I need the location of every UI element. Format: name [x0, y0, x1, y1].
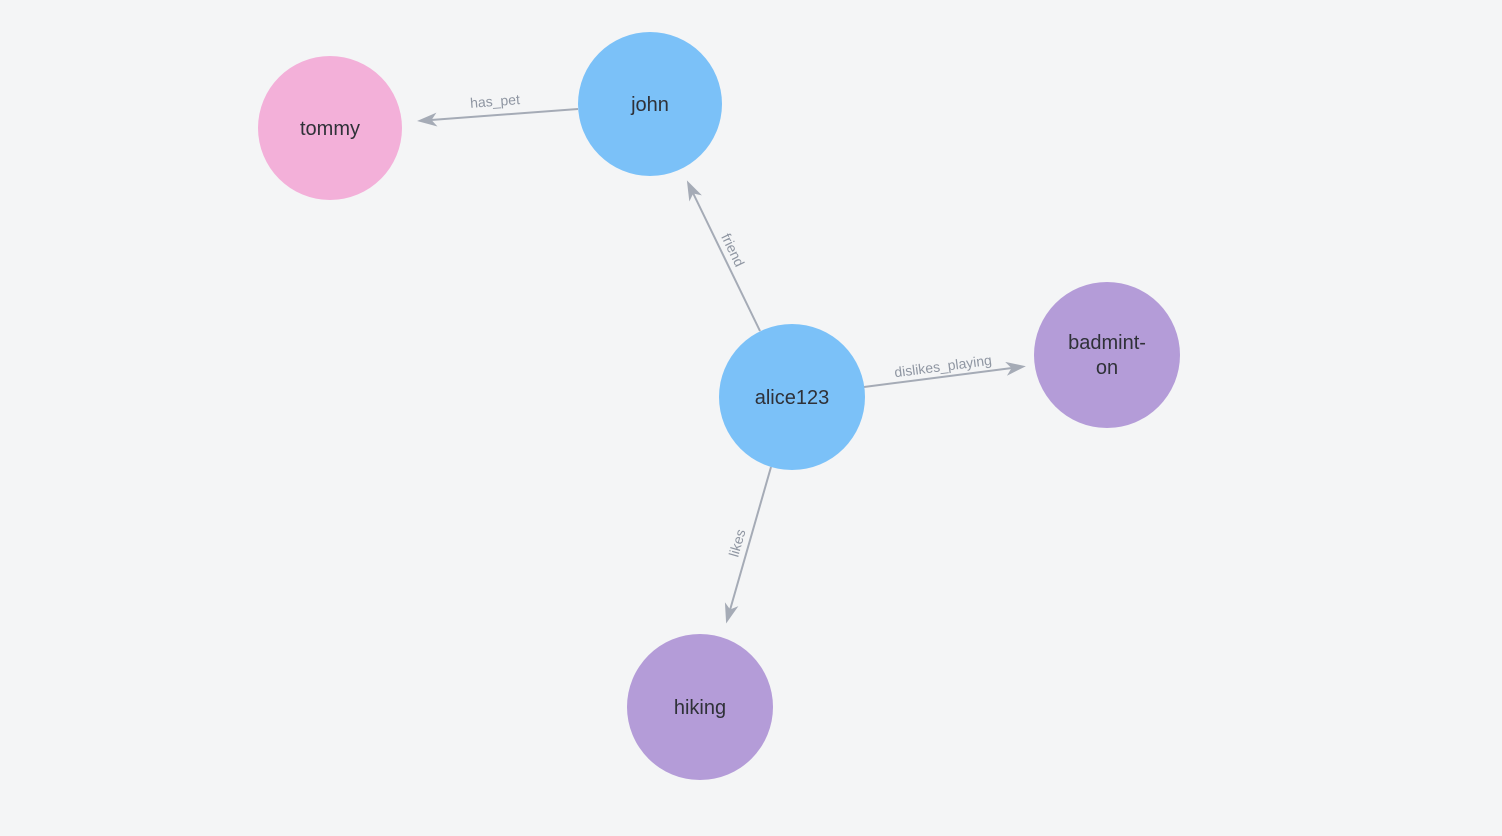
edge-line-likes[interactable] [724, 466, 772, 624]
node-label-john: john [630, 94, 669, 116]
node-circle-hiking[interactable] [627, 634, 773, 780]
node-label-badminton-line2: on [1096, 357, 1118, 379]
edge-line-friend[interactable] [686, 180, 761, 332]
node-label-badminton-line1: badmint- [1068, 332, 1146, 354]
edge-line-has-pet[interactable] [417, 108, 579, 127]
node-circle-john[interactable] [578, 32, 722, 176]
edge-alice123-hiking: likes [724, 466, 772, 624]
edge-label-has-pet[interactable]: has_pet [470, 91, 521, 111]
node-circle-badminton[interactable] [1034, 282, 1180, 428]
edge-alice123-john: friend [686, 180, 761, 332]
node-circle-alice123[interactable] [719, 324, 865, 470]
node-hiking: hiking [627, 634, 773, 780]
edge-john-tommy: has_pet [417, 91, 579, 127]
node-label-alice123: alice123 [755, 387, 830, 409]
node-label-tommy: tommy [300, 118, 360, 140]
node-label-badminton: badmint-on [1068, 332, 1146, 379]
node-circle-tommy[interactable] [258, 56, 402, 200]
node-badminton: badmint-on [1034, 282, 1180, 428]
node-label-hiking: hiking [674, 697, 726, 719]
edge-alice123-badminton: dislikes_playing [863, 352, 1026, 388]
edge-line-dislikes-playing[interactable] [863, 361, 1026, 388]
edge-label-likes[interactable]: likes [725, 527, 748, 558]
edge-label-friend[interactable]: friend [718, 231, 748, 270]
node-tommy: tommy [258, 56, 402, 200]
node-john: john [578, 32, 722, 176]
node-alice123: alice123 [719, 324, 865, 470]
